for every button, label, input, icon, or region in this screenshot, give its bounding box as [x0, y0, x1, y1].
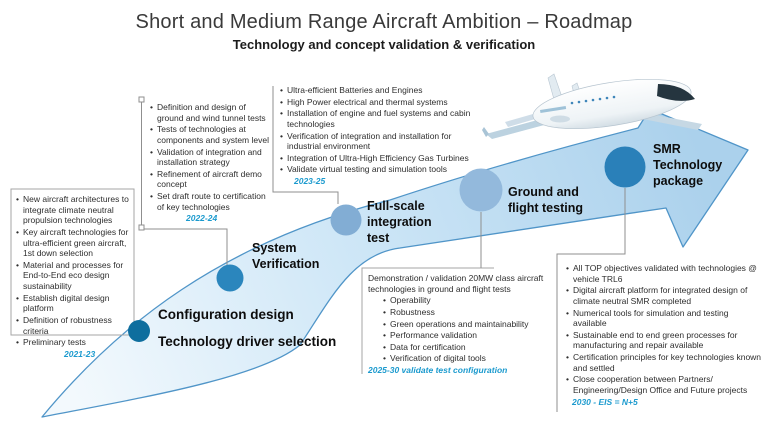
- list-item: flight testing: [508, 201, 583, 215]
- list-item: Ultra-efficient Batteries and Engines: [280, 85, 482, 96]
- list-item: Verification of integration and installa…: [280, 131, 482, 152]
- list-item: Technology: [653, 158, 723, 172]
- list-item: Establish digital design platform: [16, 293, 135, 314]
- page-title: Short and Medium Range Aircraft Ambition…: [135, 11, 633, 33]
- list-item: Definition and design of ground and wind…: [150, 102, 274, 123]
- list-item: Validation of integration and installati…: [150, 147, 274, 168]
- date-label: 2022-24: [186, 213, 218, 224]
- milestone-label-full-scale-integration: Full-scale integration test: [367, 198, 457, 246]
- text-block-2030: All TOP objectives validated with techno…: [566, 263, 764, 407]
- bullet-list: Definition and design of ground and wind…: [150, 102, 274, 212]
- list-item: Preliminary tests: [16, 337, 135, 348]
- list-item: Certification principles for key technol…: [566, 352, 764, 373]
- list-item: Green operations and maintainability: [383, 319, 548, 330]
- list-item: package: [653, 174, 704, 188]
- text-block-2023-25: Ultra-efficient Batteries and EnginesHig…: [280, 85, 482, 187]
- list-item: Validate virtual testing and simulation …: [280, 164, 482, 175]
- list-item: SMR: [653, 142, 681, 156]
- milestone-label-smr-package: SMR Technology package: [653, 141, 748, 189]
- list-item: Operability: [383, 295, 548, 306]
- list-item: Integration of Ultra-High Efficiency Gas…: [280, 153, 482, 164]
- list-item: Numerical tools for simulation and testi…: [566, 308, 764, 329]
- roadmap-arrow: [41, 108, 749, 418]
- list-item: Robustness: [383, 307, 548, 318]
- list-item: New aircraft architectures to integrate …: [16, 194, 135, 226]
- milestone-dot-system-verification: [216, 264, 244, 292]
- list-item: Refinement of aircraft demo concept: [150, 169, 274, 190]
- block-intro: Demonstration / validation 20MW class ai…: [368, 273, 544, 294]
- bullet-list: All TOP objectives validated with techno…: [566, 263, 764, 396]
- list-item: Tests of technologies at components and …: [150, 124, 274, 145]
- aircraft-image: [482, 73, 702, 139]
- text-block-2021-23: New aircraft architectures to integrate …: [16, 194, 135, 359]
- milestone-dot-ground-flight-testing: [459, 168, 503, 212]
- bullet-list: New aircraft architectures to integrate …: [16, 194, 135, 348]
- list-item: High Power electrical and thermal system…: [280, 97, 482, 108]
- list-item: Set draft route to certification of key …: [150, 191, 274, 212]
- list-item: Verification of digital tools: [383, 353, 548, 364]
- list-item: Data for certification: [383, 342, 548, 353]
- connector-line-2: [144, 228, 228, 265]
- milestone-dot-smr-package: [604, 146, 646, 188]
- text-block-2025-30: Demonstration / validation 20MW class ai…: [368, 273, 548, 376]
- callout-border-4: [361, 267, 494, 374]
- list-item: Ground and: [508, 185, 579, 199]
- milestone-lines: SMR Technology package: [653, 141, 748, 189]
- milestone-lines: Ground and flight testing: [508, 184, 618, 216]
- bullet-list: OperabilityRobustnessGreen operations an…: [383, 295, 548, 364]
- connector-node: [138, 224, 145, 231]
- page-subtitle: Technology and concept validation & veri…: [232, 37, 536, 52]
- list-item: Installation of engine and fuel systems …: [280, 108, 482, 129]
- list-item: Digital aircraft platform for integrated…: [566, 285, 764, 306]
- milestone-label-ground-flight-testing: Ground and flight testing: [508, 184, 618, 216]
- list-item: integration: [367, 215, 432, 229]
- date-label: 2025-30 validate test configuration: [368, 365, 508, 375]
- list-item: Full-scale: [367, 199, 425, 213]
- list-item: Configuration design: [158, 307, 294, 322]
- list-item: Sustainable end to end green processes f…: [566, 330, 764, 351]
- list-item: Close cooperation between Partners/ Engi…: [566, 374, 764, 395]
- text-block-2022-24: Definition and design of ground and wind…: [150, 102, 274, 224]
- bullet-list: Ultra-efficient Batteries and EnginesHig…: [280, 85, 482, 175]
- list-item: Technology driver selection: [158, 334, 337, 350]
- list-item: Key aircraft technologies for ultra-effi…: [16, 227, 135, 259]
- date-label: 2030 - EIS = N+5: [572, 396, 638, 407]
- list-item: All TOP objectives validated with techno…: [566, 263, 764, 284]
- list-item: Verification: [252, 257, 320, 271]
- list-item: System: [252, 241, 297, 255]
- milestone-dot-full-scale-integration: [330, 204, 362, 236]
- connector-node: [138, 96, 145, 103]
- connector-line-5: [556, 188, 626, 412]
- list-item: Definition of robustness criteria: [16, 315, 135, 336]
- date-label: 2021-23: [64, 348, 96, 359]
- list-item: test: [367, 231, 390, 245]
- date-label: 2023-25: [294, 176, 326, 186]
- milestone-lines: Full-scale integration test: [367, 198, 457, 246]
- list-item: Material and processes for End-to-End ec…: [16, 260, 135, 292]
- list-item: Performance validation: [383, 330, 548, 341]
